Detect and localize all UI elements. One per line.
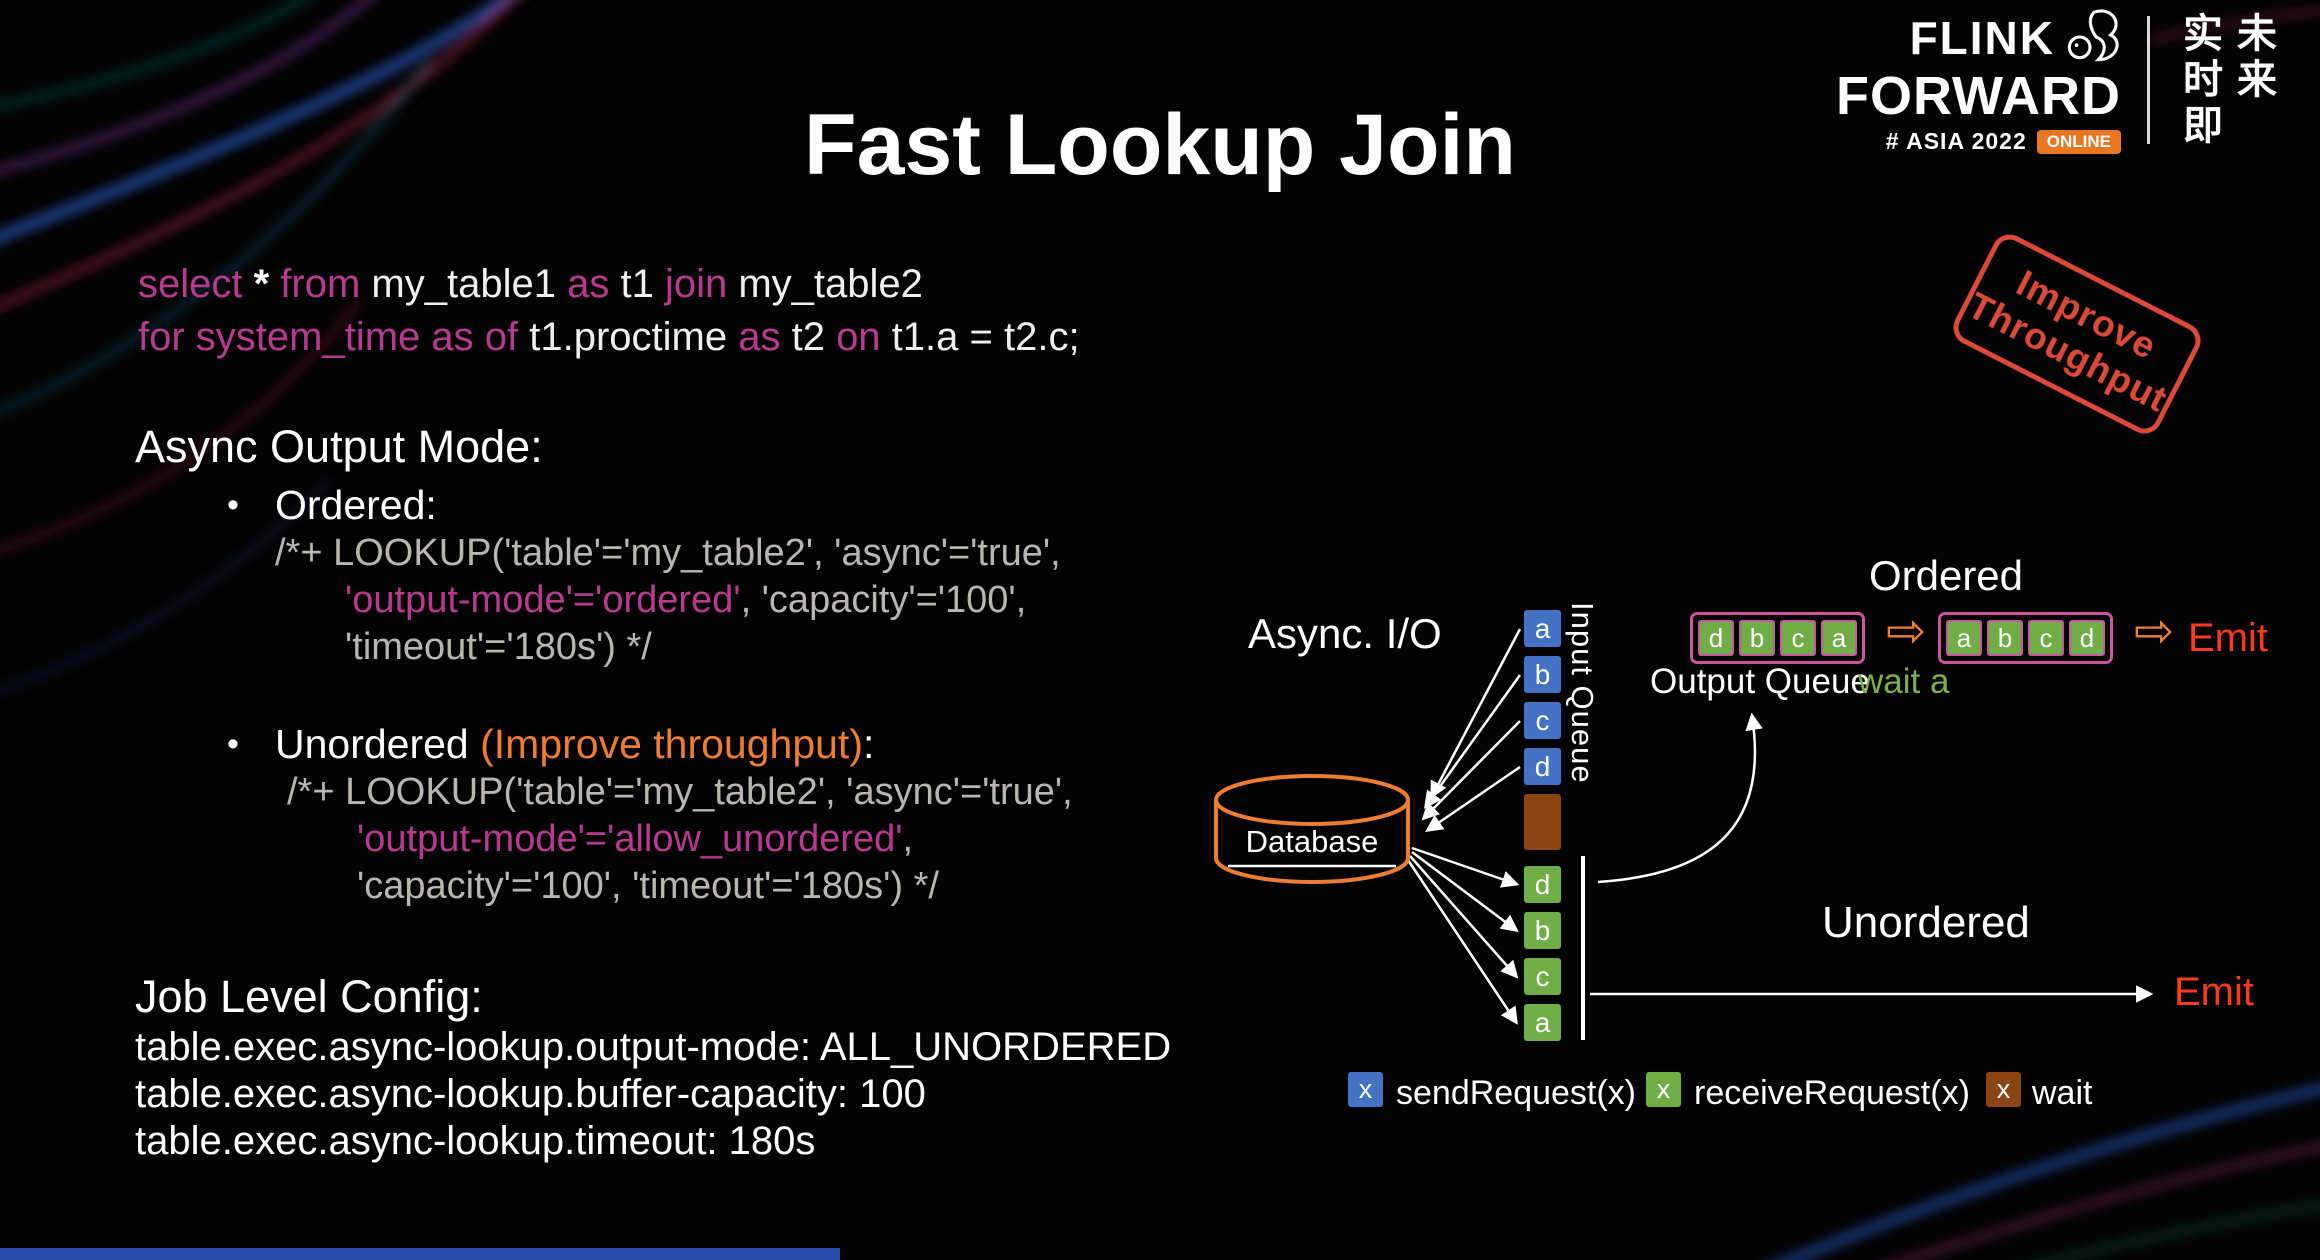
queue-cell: c (1780, 620, 1816, 656)
sql-identifier: t2 (791, 315, 837, 359)
bullet-icon: • (227, 725, 239, 763)
config-line: table.exec.async-lookup.buffer-capacity:… (135, 1072, 926, 1116)
ordered-queue-after: a b c d (1938, 612, 2113, 664)
input-queue-label: Input Queue (1565, 602, 1600, 784)
legend-receive-label: receiveRequest(x) (1694, 1074, 1970, 1112)
code-highlight: 'output-mode'='allow_unordered' (357, 818, 903, 860)
logo-chinese-col2: 未来 (2231, 12, 2275, 104)
unordered-label-text: Unordered (275, 721, 481, 767)
logo-divider (2147, 16, 2150, 144)
unordered-emit-label: Emit (2174, 970, 2254, 1014)
sql-star: * (253, 262, 281, 306)
legend-wait-box: x (1986, 1072, 2021, 1107)
legend-send-box: x (1348, 1072, 1383, 1107)
logo-flink-text: FLINK (1909, 12, 2055, 64)
sql-keyword: join (664, 262, 739, 306)
sql-keyword: as (738, 315, 792, 359)
sql-keyword: on (836, 315, 892, 359)
code-line: 'output-mode'='allow_unordered', (287, 816, 1315, 863)
job-level-config-heading: Job Level Config: (135, 971, 483, 1022)
send-box: b (1524, 656, 1561, 693)
queue-cell: a (1946, 620, 1982, 656)
flink-squirrel-icon (2067, 9, 2119, 62)
config-line: table.exec.async-lookup.output-mode: ALL… (135, 1025, 1172, 1069)
ordered-section-title: Ordered (1868, 552, 2024, 599)
left-content: Async Output Mode: • Ordered: /*+ LOOKUP… (135, 420, 1315, 1165)
sql-line-1: select * from my_table1 as t1 join my_ta… (138, 258, 1080, 311)
sql-identifier: my_table2 (738, 262, 923, 306)
sql-identifier: my_table1 (371, 262, 568, 306)
database-label: Database (1245, 824, 1379, 859)
async-output-mode-heading: Async Output Mode: (135, 421, 543, 472)
receive-box: a (1524, 1004, 1561, 1041)
online-badge: ONLINE (2036, 129, 2121, 154)
code-line: /*+ LOOKUP('table'='my_table2', 'async'=… (287, 771, 1073, 813)
unordered-label: Unordered (Improve throughput): (275, 719, 874, 769)
queue-cell: d (2069, 620, 2105, 656)
database-cylinder-shape (1214, 774, 1410, 884)
page-title: Fast Lookup Join (804, 97, 1516, 193)
unordered-label-highlight: (Improve throughput) (480, 721, 863, 767)
async-io-label: Async. I/O (1248, 610, 1442, 657)
sql-line-2: for system_time as of t1.proctime as t2 … (138, 311, 1080, 364)
logo-chinese-col1: 实时即 (2177, 12, 2221, 150)
unordered-bullet: • Unordered (Improve throughput): (135, 719, 1315, 769)
unordered-section-title: Unordered (1822, 898, 2030, 947)
sql-identifier: t1.proctime (529, 315, 739, 359)
queue-cell: c (2028, 620, 2064, 656)
output-queue-label: Output Queue (1650, 662, 1870, 701)
code-line: 'capacity'='100', 'timeout'='180s') */ (357, 865, 939, 907)
code-line: 'output-mode'='ordered', 'capacity'='100… (275, 577, 1315, 624)
legend-send-label: sendRequest(x) (1396, 1074, 1637, 1112)
flink-forward-logo: FLINK FORWARD # ASIA 2022 ONLINE 实时即 未来 (1836, 9, 2276, 155)
logo-text-block: FLINK FORWARD # ASIA 2022 ONLINE (1836, 9, 2121, 155)
ordered-queue-before: d b c a (1690, 612, 1865, 664)
wait-box (1524, 794, 1561, 850)
logo-forward-text: FORWARD (1836, 66, 2121, 126)
queue-cell: d (1698, 620, 1734, 656)
sql-keyword: as (567, 262, 621, 306)
logo-chinese-tagline: 实时即 未来 (2176, 12, 2276, 150)
ordered-emit-label: Emit (2188, 616, 2268, 660)
sql-identifier: t1.a = t2.c; (891, 315, 1080, 359)
sql-keyword: for system_time (138, 315, 432, 359)
queue-cell: a (1821, 620, 1857, 656)
code-highlight: 'output-mode'='ordered' (345, 579, 741, 621)
sql-keyword: select (138, 262, 254, 306)
receive-box: b (1524, 912, 1561, 949)
flow-arrow-icon: ⇨ (2134, 605, 2175, 658)
ordered-label: Ordered: (275, 482, 437, 528)
legend-receive-box: x (1646, 1072, 1681, 1107)
receive-box: c (1524, 958, 1561, 995)
config-line: table.exec.async-lookup.timeout: 180s (135, 1119, 816, 1163)
bullet-icon: • (227, 486, 239, 524)
flow-arrow-icon: ⇨ (1886, 605, 1927, 658)
sql-snippet: select * from my_table1 as t1 join my_ta… (138, 258, 1080, 364)
queue-cell: b (1987, 620, 2023, 656)
code-line: /*+ LOOKUP('table'='my_table2', 'async'=… (275, 532, 1061, 574)
code-rest: , (902, 818, 914, 860)
send-box: a (1524, 610, 1561, 647)
ordered-code-block: /*+ LOOKUP('table'='my_table2', 'async'=… (135, 530, 1315, 671)
logo-asia-text: # ASIA 2022 (1885, 128, 2027, 154)
wait-a-label: wait a (1858, 662, 1950, 701)
unordered-label-tail: : (862, 721, 875, 767)
receive-box: d (1524, 866, 1561, 903)
legend-wait-label: wait (2032, 1074, 2093, 1112)
code-line: 'timeout'='180s') */ (345, 626, 652, 668)
send-box: d (1524, 748, 1561, 785)
send-box: c (1524, 702, 1561, 739)
ordered-bullet: • Ordered: (135, 480, 1315, 530)
database-cylinder: Database (1210, 770, 1414, 894)
code-rest: , 'capacity'='100', (740, 579, 1027, 621)
sql-keyword: as of (431, 315, 530, 359)
queue-cell: b (1739, 620, 1775, 656)
unordered-code-block: /*+ LOOKUP('table'='my_table2', 'async'=… (135, 769, 1315, 910)
sql-identifier: t1 (620, 262, 665, 306)
sql-keyword: from (280, 262, 372, 306)
